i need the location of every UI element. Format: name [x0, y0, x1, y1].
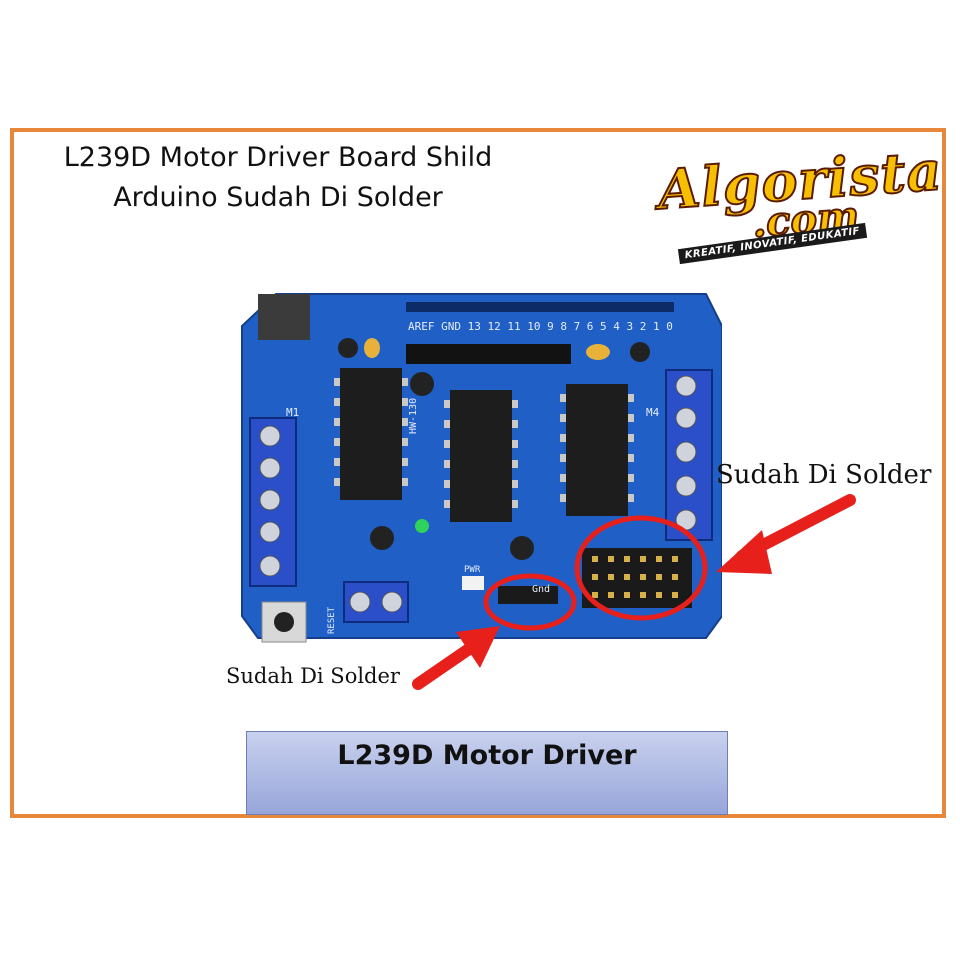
callout-left-label: Sudah Di Solder [226, 664, 400, 688]
silk-gnd: Gnd [532, 584, 550, 595]
page-title: L239D Motor Driver Board Shild Arduino S… [28, 138, 528, 218]
motor-driver-board-photo: AREF GND 13 12 11 10 9 8 7 6 5 4 3 2 1 0… [241, 293, 722, 643]
silk-pwr: PWR [464, 565, 481, 575]
title-line-2: Arduino Sudah Di Solder [113, 182, 443, 213]
title-line-1: L239D Motor Driver Board Shild [63, 142, 493, 173]
callout-right-label: Sudah Di Solder [716, 460, 932, 490]
silk-m1: M1 [286, 406, 299, 419]
silk-m4: M4 [646, 406, 660, 419]
svg-text:AREF GND 13 12 11 10 9 8 7 6: AREF GND 13 12 11 10 9 8 7 6 5 4 3 2 1 0 [408, 320, 673, 333]
caption-box: L239D Motor Driver [246, 731, 728, 815]
caption-text: L239D Motor Driver [337, 740, 637, 771]
silk-reset: RESET [327, 606, 337, 634]
brand-logo: Algorista .com KREATIF, INOVATIF, EDUKAT… [648, 137, 945, 270]
silk-chip-label: HW-130 [408, 398, 419, 434]
